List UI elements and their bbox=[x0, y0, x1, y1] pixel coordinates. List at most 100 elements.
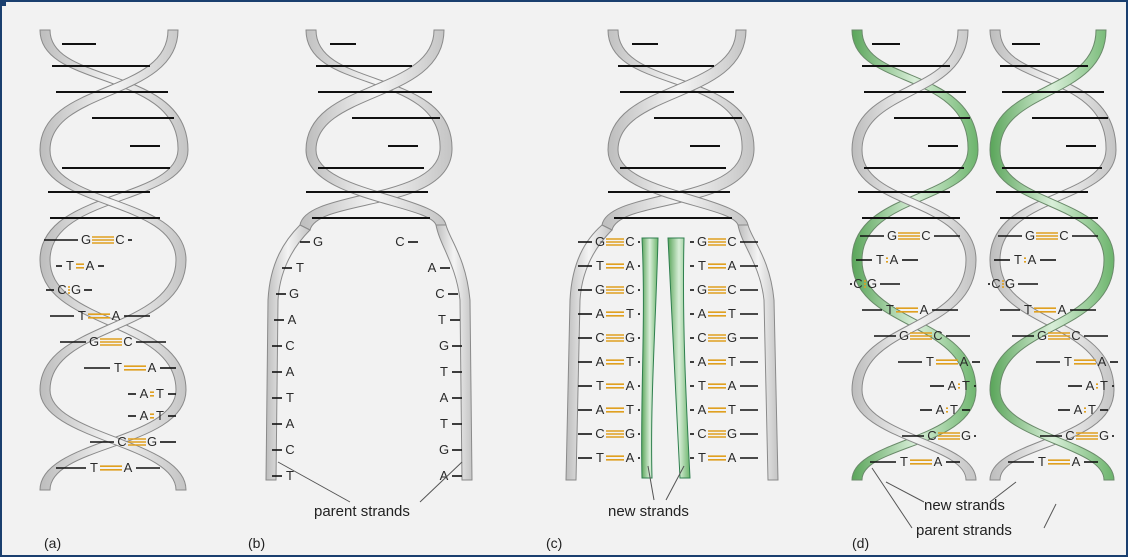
base-right: T bbox=[1088, 402, 1096, 417]
parent-strands-label-d: parent strands bbox=[916, 522, 1012, 539]
base-left: T bbox=[1014, 252, 1022, 267]
parent-base-right: T bbox=[440, 364, 448, 379]
base-right: T bbox=[950, 402, 958, 417]
base-right: G bbox=[625, 426, 635, 441]
base-left: T bbox=[114, 360, 122, 375]
base-left: G bbox=[697, 282, 707, 297]
base-left: C bbox=[117, 434, 126, 449]
base-right: C bbox=[933, 328, 942, 343]
base-right: C bbox=[625, 234, 634, 249]
base-right: A bbox=[1058, 302, 1067, 317]
base-left: C bbox=[853, 276, 862, 291]
base-left: C bbox=[927, 428, 936, 443]
base-left: G bbox=[81, 232, 91, 247]
base-right: A bbox=[920, 302, 929, 317]
parent-strands-label-b: parent strands bbox=[314, 503, 410, 520]
panel-d-label: (d) bbox=[852, 535, 869, 551]
base-left: T bbox=[900, 454, 908, 469]
base-left: T bbox=[1038, 454, 1046, 469]
parent-base-right: C bbox=[435, 286, 444, 301]
base-left: T bbox=[926, 354, 934, 369]
base-right: C bbox=[921, 228, 930, 243]
base-right: T bbox=[626, 306, 634, 321]
parent-base-right: A bbox=[440, 390, 449, 405]
parent-base-left: A bbox=[288, 312, 297, 327]
parent-base-left: A bbox=[286, 364, 295, 379]
base-right: G bbox=[727, 330, 737, 345]
base-right: A bbox=[626, 258, 635, 273]
parent-base-left: C bbox=[285, 442, 294, 457]
base-right: A bbox=[728, 450, 737, 465]
base-right: A bbox=[626, 378, 635, 393]
base-left: G bbox=[697, 234, 707, 249]
base-left: T bbox=[698, 258, 706, 273]
parent-base-left: G bbox=[289, 286, 299, 301]
base-left: A bbox=[1074, 402, 1083, 417]
parent-base-right: T bbox=[438, 312, 446, 327]
base-right: C bbox=[727, 282, 736, 297]
base-right: C bbox=[115, 232, 124, 247]
parent-base-left: T bbox=[296, 260, 304, 275]
base-left: T bbox=[876, 252, 884, 267]
parent-base-left: C bbox=[285, 338, 294, 353]
base-left: T bbox=[698, 450, 706, 465]
base-right: A bbox=[960, 354, 969, 369]
base-left: G bbox=[89, 334, 99, 349]
base-right: A bbox=[890, 252, 899, 267]
base-left: G bbox=[899, 328, 909, 343]
base-right: T bbox=[728, 402, 736, 417]
base-left: C bbox=[1065, 428, 1074, 443]
base-right: C bbox=[727, 234, 736, 249]
base-left: C bbox=[57, 282, 66, 297]
base-left: A bbox=[596, 402, 605, 417]
base-left: A bbox=[140, 386, 149, 401]
base-right: C bbox=[1059, 228, 1068, 243]
base-left: G bbox=[887, 228, 897, 243]
base-right: G bbox=[1005, 276, 1015, 291]
base-right: C bbox=[1071, 328, 1080, 343]
base-left: G bbox=[1037, 328, 1047, 343]
corner-mark bbox=[0, 0, 6, 6]
base-left: A bbox=[698, 306, 707, 321]
base-left: T bbox=[90, 460, 98, 475]
base-left: T bbox=[596, 378, 604, 393]
panel-b-label: (b) bbox=[248, 535, 265, 551]
base-right: T bbox=[728, 306, 736, 321]
base-left: T bbox=[698, 378, 706, 393]
base-left: T bbox=[66, 258, 74, 273]
base-left: T bbox=[596, 450, 604, 465]
base-left: C bbox=[991, 276, 1000, 291]
base-left: A bbox=[948, 378, 957, 393]
base-left: A bbox=[698, 402, 707, 417]
base-right: C bbox=[123, 334, 132, 349]
base-right: A bbox=[728, 258, 737, 273]
base-right: T bbox=[626, 402, 634, 417]
base-right: G bbox=[71, 282, 81, 297]
base-left: C bbox=[697, 426, 706, 441]
base-left: G bbox=[1025, 228, 1035, 243]
base-right: T bbox=[626, 354, 634, 369]
parent-base-left: A bbox=[286, 416, 295, 431]
panel-a-label: (a) bbox=[44, 535, 61, 551]
parent-base-right: A bbox=[428, 260, 437, 275]
parent-base-left: T bbox=[286, 390, 294, 405]
base-right: G bbox=[147, 434, 157, 449]
base-left: G bbox=[595, 282, 605, 297]
base-left: A bbox=[1086, 378, 1095, 393]
base-left: T bbox=[1024, 302, 1032, 317]
parent-base-right: G bbox=[439, 338, 449, 353]
base-left: A bbox=[596, 354, 605, 369]
parent-base-right: T bbox=[440, 416, 448, 431]
base-right: G bbox=[867, 276, 877, 291]
base-right: A bbox=[728, 378, 737, 393]
base-right: G bbox=[961, 428, 971, 443]
base-left: A bbox=[936, 402, 945, 417]
base-right: G bbox=[727, 426, 737, 441]
base-right: G bbox=[625, 330, 635, 345]
base-right: T bbox=[1100, 378, 1108, 393]
base-right: A bbox=[1072, 454, 1081, 469]
base-left: C bbox=[595, 426, 604, 441]
base-right: C bbox=[625, 282, 634, 297]
